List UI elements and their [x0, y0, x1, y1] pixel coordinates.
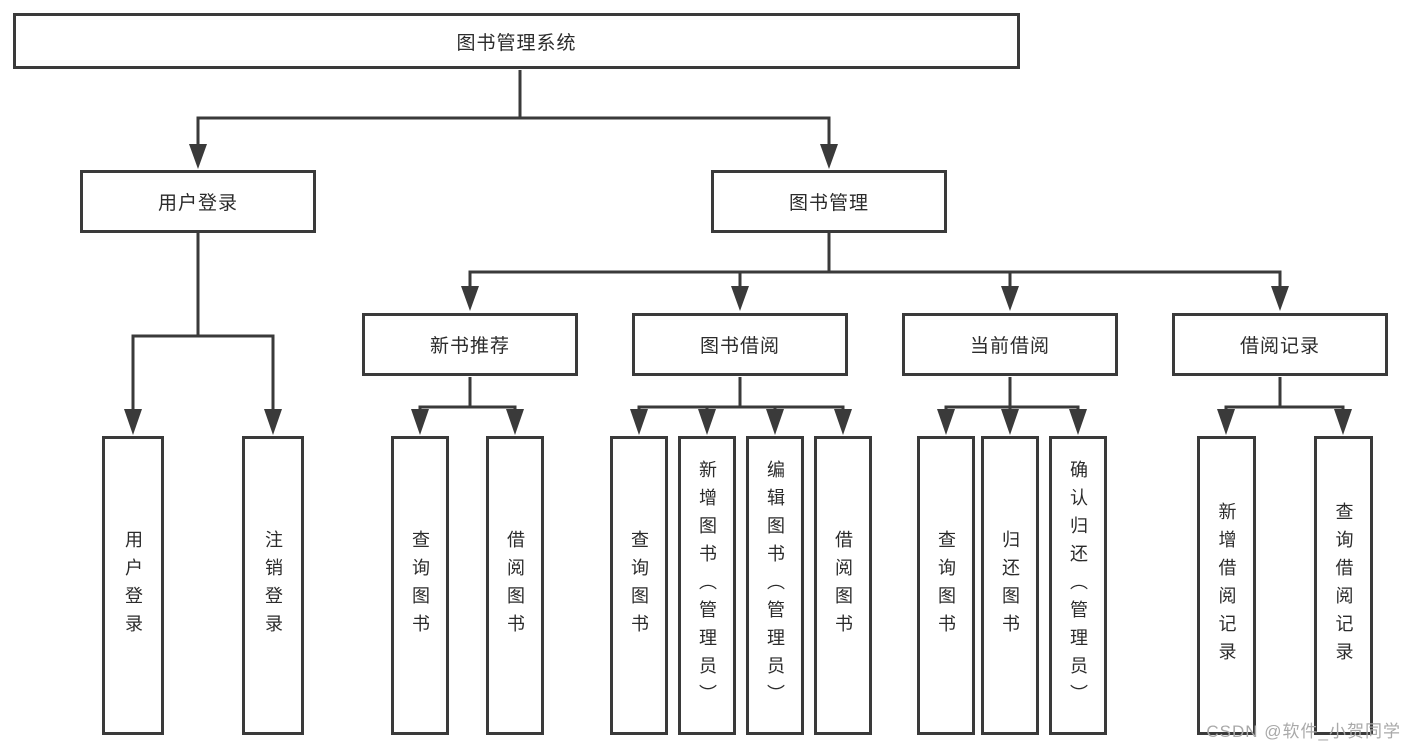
- node-current-borrow-label: 当前借阅: [969, 336, 1050, 357]
- arrow-to-current-borrow: [1001, 286, 1019, 311]
- leaf-records-add-label: 新增借阅记录: [1216, 501, 1237, 670]
- node-book-management: 图书管理: [711, 170, 947, 233]
- leaf-bookborrow-edit: 编辑图书（管理员）: [746, 436, 804, 735]
- leaf-bookborrow-query-label: 查询图书: [629, 529, 649, 642]
- connector-user-login-branch: [131, 233, 275, 412]
- leaf-newbook-borrow: 借阅图书: [486, 436, 544, 735]
- leaf-records-query: 查询借阅记录: [1314, 436, 1373, 735]
- connector-borrow-records-branch: [1224, 377, 1345, 412]
- leaf-logout-label: 注销登录: [263, 529, 283, 642]
- node-new-book-recommend: 新书推荐: [362, 313, 578, 376]
- connector-book-mgmt-branch: [468, 233, 1282, 288]
- leaf-records-query-label: 查询借阅记录: [1333, 501, 1354, 670]
- arrow-to-borrow-records: [1271, 286, 1289, 311]
- arrow-to-leaf-nb-borrow: [506, 409, 524, 435]
- leaf-current-confirm: 确认归还（管理员）: [1049, 436, 1107, 735]
- leaf-user-login: 用户登录: [102, 436, 164, 735]
- arrow-to-leaf-cb-confirm: [1069, 409, 1087, 435]
- leaf-bookborrow-borrow: 借阅图书: [814, 436, 872, 735]
- arrow-to-leaf-cb-return: [1001, 409, 1019, 435]
- leaf-bookborrow-add-label: 新增图书（管理员）: [697, 459, 717, 712]
- arrow-to-leaf-cb-query: [937, 409, 955, 435]
- arrow-to-leaf-bb-query: [630, 409, 648, 435]
- leaf-current-return: 归还图书: [981, 436, 1039, 735]
- node-root-label: 图书管理系统: [456, 32, 577, 54]
- arrow-to-leaf-br-query: [1334, 409, 1352, 435]
- connector-new-book-branch: [418, 377, 517, 412]
- leaf-current-query: 查询图书: [917, 436, 975, 735]
- connector-current-borrow-branch: [944, 377, 1080, 412]
- node-borrow-records-label: 借阅记录: [1239, 336, 1320, 357]
- node-book-borrow-label: 图书借阅: [699, 336, 780, 357]
- node-book-management-label: 图书管理: [788, 193, 869, 214]
- leaf-newbook-query: 查询图书: [391, 436, 449, 735]
- leaf-current-return-label: 归还图书: [1000, 529, 1020, 642]
- arrow-to-book-borrow: [731, 286, 749, 311]
- node-user-login-label: 用户登录: [157, 193, 238, 214]
- node-new-book-recommend-label: 新书推荐: [429, 336, 510, 357]
- arrow-to-leaf-bb-add: [698, 409, 716, 435]
- arrow-to-leaf-logout: [264, 409, 282, 435]
- arrow-to-user-login: [189, 144, 207, 169]
- arrow-to-leaf-bb-borrow: [834, 409, 852, 435]
- leaf-bookborrow-query: 查询图书: [610, 436, 668, 735]
- node-book-borrow: 图书借阅: [632, 313, 848, 376]
- node-user-login: 用户登录: [80, 170, 316, 233]
- arrow-to-leaf-bb-edit: [766, 409, 784, 435]
- arrowheads: [124, 144, 1352, 435]
- arrow-to-leaf-br-add: [1217, 409, 1235, 435]
- arrow-to-leaf-nb-query: [411, 409, 429, 435]
- arrow-to-leaf-user-login: [124, 409, 142, 435]
- leaf-user-login-label: 用户登录: [123, 529, 143, 642]
- node-root: 图书管理系统: [13, 13, 1020, 69]
- leaf-logout: 注销登录: [242, 436, 304, 735]
- leaf-bookborrow-edit-label: 编辑图书（管理员）: [765, 459, 785, 712]
- csdn-watermark: CSDN @软件_小贺同学: [1206, 722, 1401, 741]
- node-borrow-records: 借阅记录: [1172, 313, 1388, 376]
- arrow-to-new-book-rec: [461, 286, 479, 311]
- leaf-newbook-query-label: 查询图书: [410, 529, 430, 642]
- node-current-borrow: 当前借阅: [902, 313, 1118, 376]
- leaf-bookborrow-borrow-label: 借阅图书: [833, 529, 853, 642]
- connector-root-branch: [196, 70, 831, 146]
- arrow-to-book-mgmt: [820, 144, 838, 169]
- leaf-records-add: 新增借阅记录: [1197, 436, 1256, 735]
- connector-book-borrow-branch: [637, 377, 845, 412]
- leaf-newbook-borrow-label: 借阅图书: [505, 529, 525, 642]
- leaf-current-query-label: 查询图书: [936, 529, 956, 642]
- leaf-bookborrow-add: 新增图书（管理员）: [678, 436, 736, 735]
- leaf-current-confirm-label: 确认归还（管理员）: [1068, 459, 1088, 712]
